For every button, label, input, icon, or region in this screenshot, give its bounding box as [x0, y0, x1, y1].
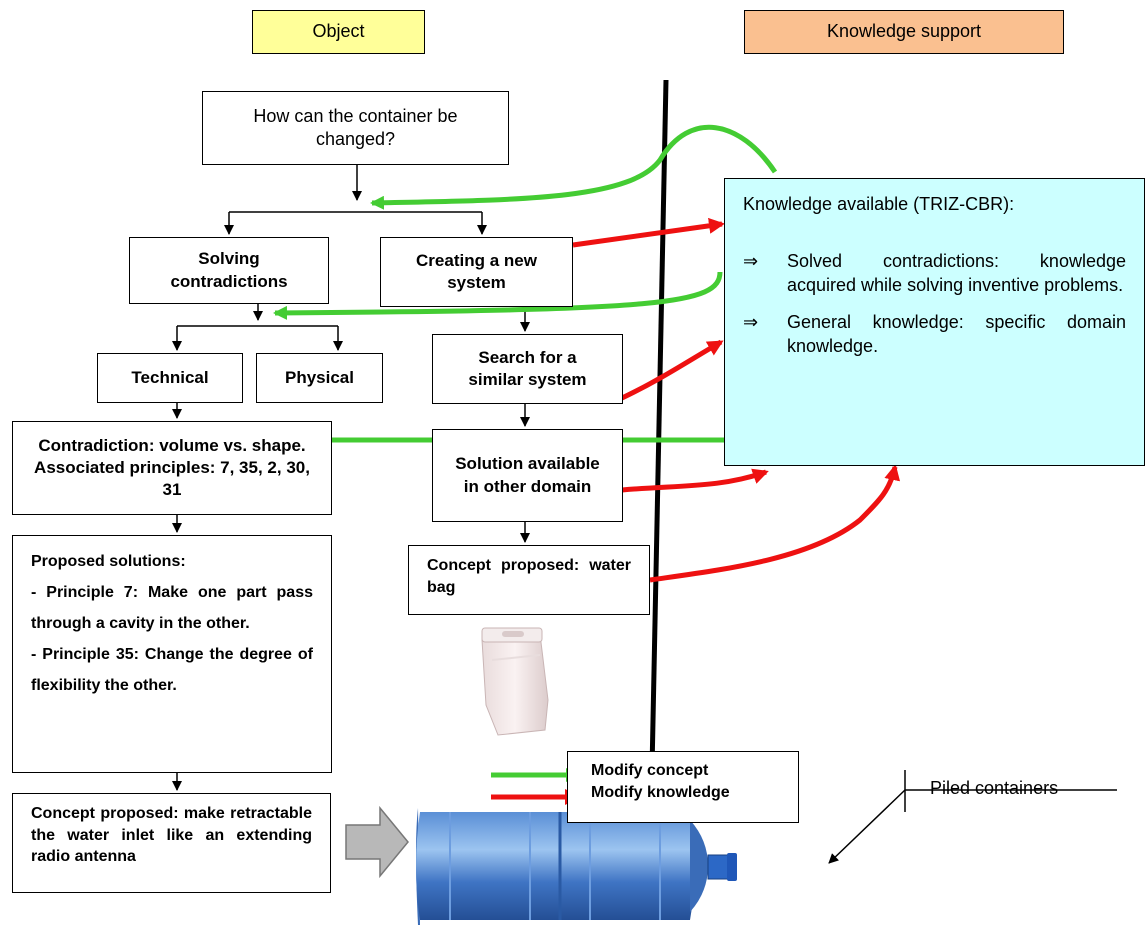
piled-containers-label: Piled containers [930, 778, 1059, 798]
proposed-solutions-box: Proposed solutions: - Principle 7: Make … [12, 535, 332, 773]
concept-inlet-text: Concept proposed: make retractable the w… [31, 805, 312, 866]
legend-modify-knowledge: Modify knowledge [591, 784, 730, 801]
solution-available-text: Solution available in other domain [455, 454, 600, 496]
principle-35-text: - Principle 35: Change the degree of fle… [31, 646, 313, 694]
search-similar-system-box: Search for a similar system [432, 334, 623, 404]
physical-text: Physical [285, 367, 354, 387]
physical-box: Physical [256, 353, 383, 403]
question-box: How can the container be changed? [202, 91, 509, 165]
knowledge-item-solved: ⇒ Solved contradictions: knowledge acqui… [743, 250, 1126, 297]
solving-contradictions-box: Solving contradictions [129, 237, 329, 304]
header-object-label: Object [312, 21, 365, 42]
technical-box: Technical [97, 353, 243, 403]
header-knowledge-label: Knowledge support [826, 21, 982, 42]
legend-modify-concept: Modify concept [591, 762, 709, 779]
proposed-solutions-title: Proposed solutions: [31, 553, 186, 570]
search-similar-system-text: Search for a similar system [468, 347, 587, 389]
contradiction-text: Contradiction: volume vs. shape. Associa… [34, 435, 310, 500]
concept-inlet-box: Concept proposed: make retractable the w… [12, 793, 331, 893]
legend-box: Modify concept Modify knowledge [567, 751, 799, 823]
divider-line [649, 79, 669, 771]
knowledge-item-general-text: General knowledge: specific domain knowl… [787, 312, 1126, 356]
knowledge-item-solved-text: Solved contradictions: knowledge acquire… [787, 251, 1126, 295]
question-text: How can the container be changed? [253, 105, 458, 149]
technical-text: Technical [131, 367, 209, 387]
solving-contradictions-text: Solving contradictions [170, 249, 288, 291]
knowledge-title: Knowledge available (TRIZ-CBR): [743, 194, 1015, 214]
knowledge-item-general: ⇒ General knowledge: specific domain kno… [743, 311, 1126, 358]
grey-block-arrow [345, 805, 409, 879]
flow-connectors [172, 164, 1117, 864]
concept-water-bag-text: Concept proposed: water bag [427, 557, 631, 596]
concept-water-bag-box: Concept proposed: water bag [408, 545, 650, 615]
solution-available-box: Solution available in other domain [432, 429, 623, 522]
red-arrows [491, 217, 901, 805]
knowledge-available-box: Knowledge available (TRIZ-CBR): ⇒ Solved… [724, 178, 1145, 466]
water-bag-image [470, 615, 558, 760]
header-knowledge-support: Knowledge support [744, 10, 1064, 54]
implies-icon: ⇒ [743, 312, 759, 333]
piled-containers-image [416, 808, 737, 925]
contradiction-box: Contradiction: volume vs. shape. Associa… [12, 421, 332, 515]
creating-new-system-box: Creating a new system [380, 237, 573, 307]
header-object: Object [252, 10, 425, 54]
creating-new-system-text: Creating a new system [416, 250, 537, 292]
principle-7-text: - Principle 7: Make one part pass throug… [31, 584, 313, 632]
implies-icon: ⇒ [743, 251, 759, 272]
